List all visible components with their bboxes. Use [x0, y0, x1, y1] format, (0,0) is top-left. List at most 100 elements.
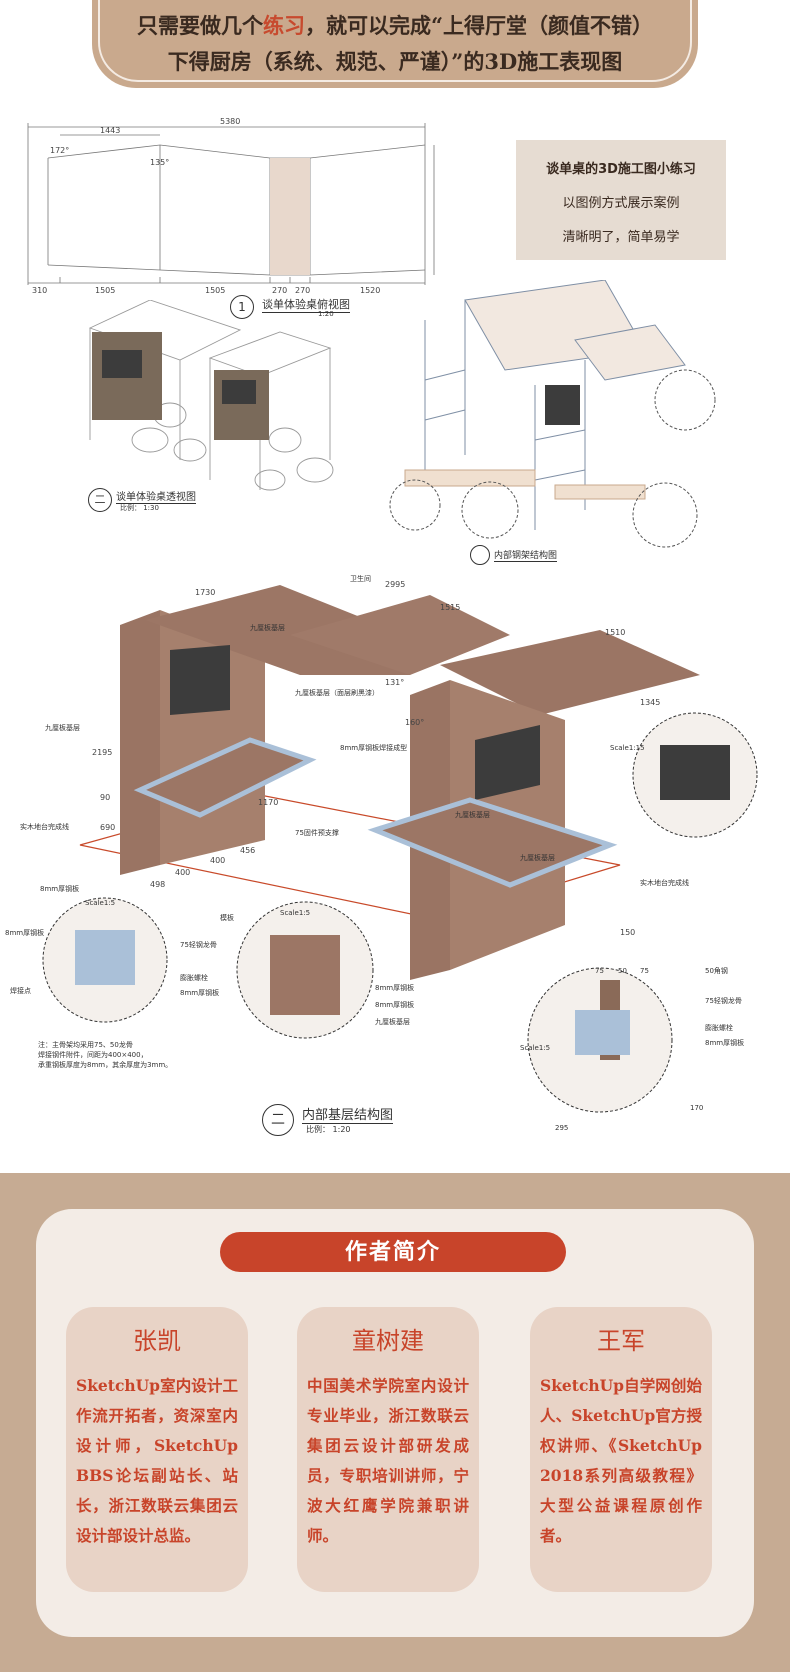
- dim-top-1: 5380: [220, 117, 240, 126]
- detail-right-2: 75轻钢龙骨: [705, 996, 742, 1005]
- main-label-6: 卫生间: [350, 575, 371, 583]
- detail-dim-3: 75: [640, 967, 649, 975]
- note-3: 承重钢板厚度为8mm，其余厚度为3mm。: [38, 1060, 172, 1069]
- main-dim-9: 1170: [258, 798, 278, 807]
- detail-mid-2: 8mm厚钢板: [375, 1000, 414, 1009]
- main-dim-8: 690: [100, 823, 115, 832]
- dim-bottom-4: 270: [272, 286, 287, 295]
- header-line-2: 下得厨房（系统、规范、严谨）”的3D施工表现图: [167, 49, 623, 74]
- plan-scale: 1:20: [318, 310, 334, 318]
- main-dim-2: 2995: [385, 580, 405, 589]
- dim-bottom-5: 270: [295, 286, 310, 295]
- detail-left-2: 75轻钢龙骨: [180, 940, 217, 949]
- detail-right-4: 8mm厚钢板: [705, 1038, 744, 1047]
- detail-right-3: 膨胀螺栓: [705, 1023, 733, 1032]
- header-banner: 只需要做几个练习，就可以完成“上得厅堂（颜值不错） 下得厨房（系统、规范、严谨）…: [92, 0, 698, 88]
- plan-caption: 谈单体验桌俯视图: [262, 298, 350, 313]
- header-highlight: 练习: [262, 13, 305, 38]
- main-dim-13: 498: [150, 880, 165, 889]
- perspective-sketch: [88, 300, 334, 491]
- info-line-2: 以图例方式展示案例: [562, 196, 680, 211]
- main-dim-5: 1345: [640, 698, 660, 707]
- main-label-11: 九厘板基层: [520, 853, 555, 862]
- dim-bottom-2: 1505: [95, 286, 115, 295]
- dim-top-2: 1443: [100, 126, 120, 135]
- main-label-12: 实木地台完成线: [640, 878, 689, 887]
- author-card-2: 童树建 中国美术学院室内设计专业毕业，浙江数联云集团云设计部研发成员，专职培训讲…: [297, 1307, 479, 1592]
- dim-bottom-3: 1505: [205, 286, 225, 295]
- angle-2: 135°: [150, 158, 169, 167]
- detail-left-5: 焊接点: [10, 986, 31, 995]
- scale-c: Scale1:5: [280, 909, 310, 917]
- screen-left-icon: [102, 350, 142, 378]
- angle-1: 172°: [50, 146, 69, 155]
- detail-dim-2: 50: [618, 967, 627, 975]
- main-label-9: 实木地台完成线: [20, 822, 69, 831]
- frame-caption: 内部钢架结构图: [494, 548, 558, 562]
- main-label-7: 8mm厚钢板: [40, 884, 79, 893]
- plan-view-drawing: 5380 1443 310 1505 1505 270 270 1520 139…: [27, 117, 440, 295]
- main-dim-1: 1730: [195, 588, 215, 597]
- detail-left-4: 8mm厚钢板: [180, 988, 219, 997]
- header-border: [98, 0, 692, 82]
- author-bio: SketchUp室内设计工作流开拓者，资深室内设计师，SketchUp BBS论…: [76, 1376, 238, 1545]
- scale-b: Scale1:5: [85, 899, 115, 907]
- main-dim-16: 160°: [405, 718, 424, 727]
- note-1: 注：主骨架均采用75、50龙骨: [38, 1040, 133, 1049]
- main-label-5: 75固件预支撑: [295, 828, 339, 837]
- author-bio: SketchUp自学网创始人、SketchUp官方授权讲师、《SketchUp …: [540, 1376, 702, 1545]
- info-box: 谈单桌的3D施工图小练习 以图例方式展示案例 清晰明了，简单易学: [516, 140, 726, 260]
- main-dim-4: 1510: [605, 628, 625, 637]
- main-label-10: 九厘板基层: [455, 810, 490, 819]
- author-title: 作者简介: [220, 1232, 566, 1272]
- main-dim-11: 400: [210, 856, 225, 865]
- persp-caption-num: 二: [88, 488, 112, 512]
- detail-left-1: 8mm厚钢板: [5, 928, 44, 937]
- scale-d: Scale1:5: [520, 1044, 550, 1052]
- main-label-3: 8mm厚钢板焊接成型: [340, 743, 407, 752]
- info-title: 谈单桌的3D施工图小练习: [546, 162, 696, 177]
- scale-a: Scale1:15: [610, 744, 645, 752]
- main-dim-6: 2195: [92, 748, 112, 757]
- detail-mid-3: 九厘板基层: [375, 1017, 410, 1026]
- main-dim-12: 456: [240, 846, 255, 855]
- detail-right-1: 50角钢: [705, 966, 728, 975]
- plan-caption-num: 1: [230, 295, 254, 319]
- note-2: 焊接钢件附件，间距为400×400，: [38, 1050, 148, 1059]
- screen-right-icon-main: [475, 725, 540, 800]
- frame-screen-icon: [545, 385, 580, 425]
- detail-dim-1: 75: [595, 967, 604, 975]
- main-label-2: 九厘板基层（面层刷黑漆）: [295, 688, 379, 697]
- main-dim-15: 131°: [385, 678, 404, 687]
- info-line-3: 清晰明了，简单易学: [562, 230, 680, 245]
- main-label-1: 九厘板基层: [250, 623, 285, 632]
- persp-scale: 比例： 1:30: [120, 504, 159, 512]
- main-label-4: 九厘板基层: [45, 723, 80, 732]
- detail-dim-4: 295: [555, 1124, 568, 1132]
- main-caption: 内部基层结构图: [302, 1104, 394, 1124]
- detail-left-3: 膨胀螺栓: [180, 973, 208, 982]
- author-name: 王军: [597, 1327, 645, 1355]
- main-scale: 比例： 1:20: [306, 1125, 351, 1134]
- dim-bottom-6: 1520: [360, 286, 380, 295]
- steel-frame-drawing: [389, 280, 716, 548]
- main-caption-num: 二: [262, 1104, 294, 1136]
- main-label-8: 模板: [220, 913, 234, 922]
- main-dim-3: 1515: [440, 603, 460, 612]
- author-card-1: 张凯 SketchUp室内设计工作流开拓者，资深室内设计师，SketchUp B…: [66, 1307, 248, 1592]
- header-line-1: 只需要做几个练习，就可以完成“上得厅堂（颜值不错）: [136, 13, 654, 38]
- detail-dim-5: 170: [690, 1104, 703, 1112]
- screen-right-icon: [222, 380, 256, 404]
- dim-right: 1390: [438, 215, 440, 235]
- frame-caption-num-icon: [470, 545, 490, 565]
- main-dim-14: 150: [620, 928, 635, 937]
- author-bio: 中国美术学院室内设计专业毕业，浙江数联云集团云设计部研发成员，专职培训讲师，宁波…: [307, 1376, 469, 1545]
- dim-bottom-1: 310: [32, 286, 47, 295]
- persp-caption: 谈单体验桌透视图: [116, 488, 196, 504]
- detail-mid-1: 8mm厚钢板: [375, 983, 414, 992]
- main-dim-7: 90: [100, 793, 110, 802]
- author-card-3: 王军 SketchUp自学网创始人、SketchUp官方授权讲师、《Sketch…: [530, 1307, 712, 1592]
- screen-left-icon-main: [170, 645, 230, 715]
- main-dim-10: 400: [175, 868, 190, 877]
- main-structure-drawing: 1730 2995 1515 1510 1345 2195 90 690 117…: [5, 575, 758, 1132]
